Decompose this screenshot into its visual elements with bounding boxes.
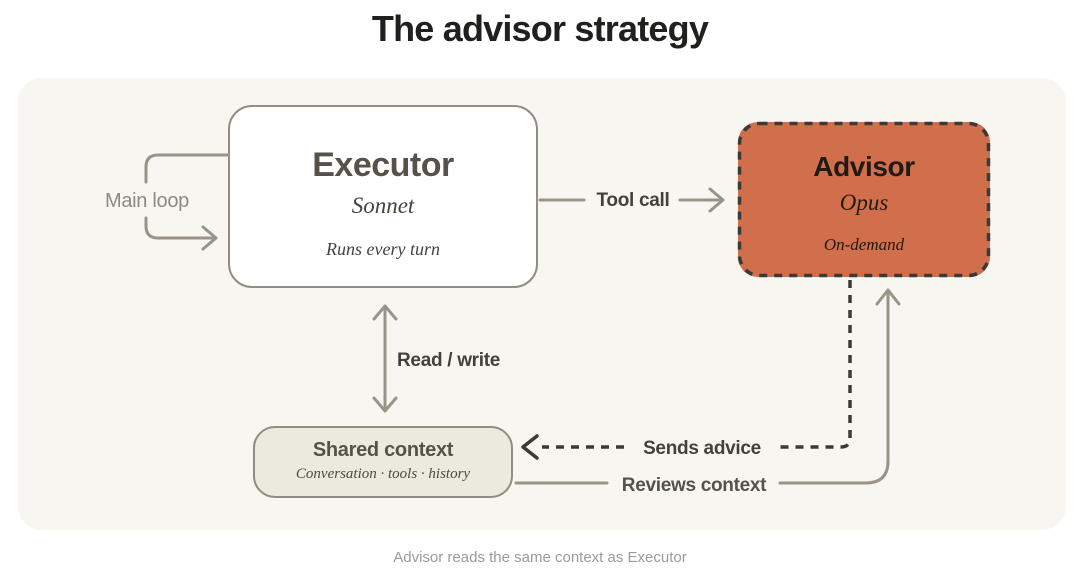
advisor-note: On-demand (823, 235, 905, 254)
shared-context-subtitle: Conversation · tools · history (295, 466, 471, 482)
sends-advice-label: Sends advice (643, 438, 761, 459)
reviews-context-label: Reviews context (621, 475, 767, 496)
shared-context-title: Shared context (312, 439, 454, 461)
executor-title: Executor (312, 146, 454, 184)
tool-call-label: Tool call (596, 190, 670, 211)
main-loop-label: Main loop (104, 190, 190, 212)
executor-model: Sonnet (351, 193, 415, 218)
shared-context-node: Shared context Conversation · tools · hi… (253, 426, 513, 498)
read-write-label: Read / write (397, 350, 501, 371)
advisor-title: Advisor (813, 151, 915, 182)
executor-note: Runs every turn (326, 239, 440, 259)
advisor-node: Advisor Opus On-demand (738, 122, 990, 277)
diagram-caption: Advisor reads the same context as Execut… (393, 549, 687, 566)
advisor-model: Opus (839, 190, 889, 215)
executor-node: Executor Sonnet Runs every turn (228, 105, 538, 288)
page-title: The advisor strategy (371, 8, 709, 49)
